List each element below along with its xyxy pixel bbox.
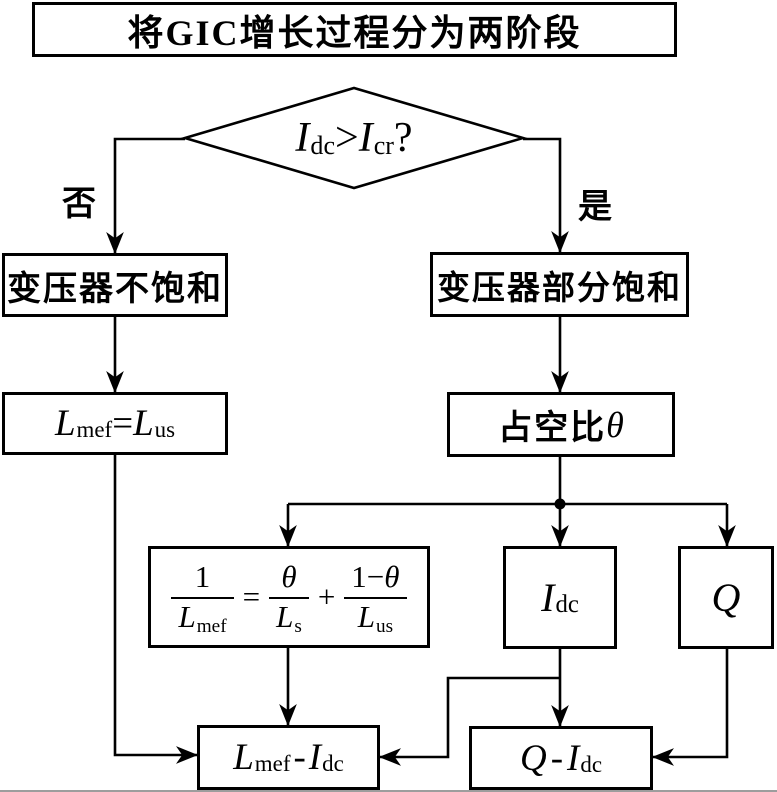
junction-dot — [554, 498, 566, 510]
question-mark: ? — [393, 115, 413, 161]
decision-rhs-sub: cr — [373, 130, 394, 160]
duty-cycle-text: 占空比 — [498, 410, 607, 447]
decision-lhs: I — [295, 115, 310, 161]
title-box: 将GIC增长过程分为两阶段 — [32, 2, 677, 57]
equals-sign: = — [112, 403, 134, 444]
frac3-den-sub: us — [375, 616, 394, 638]
lmefidc-dash: - — [293, 737, 306, 778]
lmefidc-left-sub: mef — [254, 751, 291, 777]
formula-box: 1 Lmef = θ Ls + 1−θ Lus — [148, 546, 430, 648]
yes-branch-label: 是 — [578, 188, 614, 226]
lmefidc-left-base: L — [233, 737, 254, 778]
q-box: Q — [678, 546, 774, 649]
frac3-num-theta: θ — [384, 558, 400, 594]
connector-q-to-qidc — [651, 649, 729, 766]
frac3-den-base: L — [357, 598, 375, 634]
title-text: 将GIC增长过程分为两阶段 — [127, 12, 582, 53]
lmefidc-right-sub: dc — [322, 751, 344, 777]
connector-lmef-to-result — [113, 455, 199, 764]
lmefidc-right-base: I — [308, 737, 322, 778]
idc-base: I — [541, 575, 555, 620]
qidc-right-base: I — [567, 737, 580, 779]
no-branch-label: 否 — [62, 185, 98, 223]
decision-diamond — [180, 86, 528, 190]
formula-plus-sign: + — [317, 579, 336, 614]
frac2-den-base: L — [276, 598, 294, 634]
decision-rhs: I — [358, 115, 373, 161]
frac1-numerator: 1 — [194, 558, 211, 594]
partially-saturated-text: 变压器部分饱和 — [437, 270, 682, 307]
frac1-den-sub: mef — [196, 616, 227, 638]
frac-one-over-lmef: 1 Lmef — [171, 558, 234, 637]
lmef-assign-rhs-sub: us — [154, 417, 176, 443]
greater-than-sign: > — [335, 115, 359, 161]
frac3-num-prefix: 1− — [351, 558, 385, 594]
lmef-assign-lhs: L — [54, 403, 76, 444]
qidc-right-sub: dc — [580, 751, 603, 777]
connector-idc-to-lmefidc — [378, 676, 560, 766]
lmef-assign-lhs-sub: mef — [76, 417, 113, 443]
qidc-left-base: Q — [519, 737, 547, 779]
q-base: Q — [711, 575, 741, 620]
formula-equals-sign: = — [242, 579, 261, 614]
frac1-den-base: L — [178, 598, 196, 634]
connector-yes-branch — [523, 137, 569, 254]
unsaturated-text: 变压器不饱和 — [7, 270, 223, 308]
idc-sub: dc — [555, 590, 579, 618]
unsaturated-box: 变压器不饱和 — [2, 253, 228, 317]
theta-symbol: θ — [606, 404, 624, 445]
frac2-den-sub: s — [294, 616, 302, 638]
formula-expression: 1 Lmef = θ Ls + 1−θ Lus — [171, 558, 407, 637]
frac-theta-over-ls: θ Ls — [269, 558, 309, 637]
qidc-dash: - — [550, 737, 564, 779]
decision-lhs-sub: dc — [310, 130, 335, 160]
figure-bottom-edge — [0, 790, 777, 792]
connector-no-branch — [106, 137, 185, 255]
frac2-numerator: θ — [281, 558, 297, 594]
lmef-assign-rhs: L — [133, 403, 154, 444]
partially-saturated-box: 变压器部分饱和 — [430, 252, 689, 317]
frac-oneminustheta-over-lus: 1−θ Lus — [344, 558, 407, 637]
